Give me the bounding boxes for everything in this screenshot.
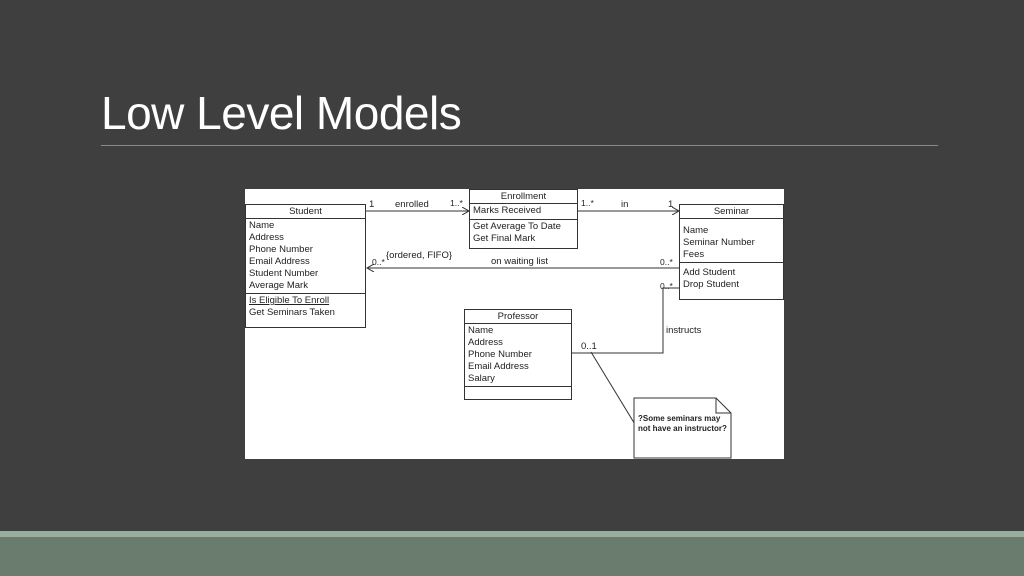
student-operations: Is Eligible To Enroll Get Seminars Taken (246, 293, 365, 320)
seminar-operation: Add Student (683, 267, 736, 278)
seminar-attribute: Name (683, 225, 709, 236)
student-operation: Get Seminars Taken (249, 307, 335, 318)
student-attribute: Phone Number (249, 244, 313, 255)
waiting-left-multiplicity: 0..* (372, 257, 385, 267)
instructs-seminar-multiplicity: 0..* (660, 281, 673, 291)
seminar-attribute: Fees (683, 249, 705, 260)
enrolled-left-multiplicity: 1 (369, 199, 375, 210)
professor-attribute: Email Address (468, 361, 529, 372)
in-label: in (621, 199, 629, 210)
student-attribute: Average Mark (249, 280, 308, 291)
student-attribute: Email Address (249, 256, 310, 267)
professor-class-name: Professor (465, 310, 571, 324)
in-right-multiplicity: 1 (668, 199, 674, 210)
enrollment-class: Enrollment Marks Received Get Average To… (469, 189, 578, 249)
enrollment-operation: Get Average To Date (473, 221, 561, 232)
professor-class: Professor Name Address Phone Number Emai… (464, 309, 572, 400)
enrollment-operation: Get Final Mark (473, 233, 536, 244)
seminar-attribute: Seminar Number (683, 237, 755, 248)
waiting-right-multiplicity: 0..* (660, 257, 673, 267)
uml-class-diagram: Student Name Address Phone Number Email … (245, 189, 784, 459)
professor-attribute: Phone Number (468, 349, 532, 360)
note-connector-line (590, 351, 637, 427)
enrollment-attributes: Marks Received (470, 204, 577, 219)
instructs-association-line (572, 287, 679, 354)
enrolled-label: enrolled (395, 199, 429, 210)
student-attribute: Student Number (249, 268, 319, 279)
professor-attribute: Salary (468, 373, 495, 384)
diagram-connectors (366, 189, 732, 459)
seminar-attributes: Name Seminar Number Fees (680, 219, 783, 262)
waiting-constraint: {ordered, FIFO} (386, 250, 453, 261)
footer-band (0, 537, 1024, 576)
student-class: Student Name Address Phone Number Email … (245, 204, 366, 328)
enrollment-class-name: Enrollment (470, 190, 577, 204)
title-divider (101, 145, 938, 146)
footer-accent-line (0, 531, 1024, 537)
note-fold (715, 398, 731, 414)
student-attribute: Name (249, 220, 275, 231)
student-attributes: Name Address Phone Number Email Address … (246, 219, 365, 293)
professor-operations (465, 386, 571, 389)
student-attribute: Address (249, 232, 284, 243)
waiting-label: on waiting list (491, 256, 549, 267)
seminar-operation: Drop Student (683, 279, 739, 290)
in-left-multiplicity: 1..* (581, 198, 594, 208)
note-shape (633, 397, 732, 459)
seminar-class-name: Seminar (680, 205, 783, 219)
enrollment-operations: Get Average To Date Get Final Mark (470, 219, 577, 246)
enrollment-attribute: Marks Received (473, 205, 542, 216)
seminar-operations: Add Student Drop Student (680, 262, 783, 292)
instructs-label: instructs (666, 325, 702, 336)
enrolled-right-multiplicity: 1..* (450, 198, 463, 208)
instructs-professor-multiplicity: 0..1 (581, 341, 597, 352)
professor-attribute: Address (468, 337, 503, 348)
slide-title: Low Level Models (101, 87, 462, 139)
note-text: ?Some seminars may not have an instructo… (638, 414, 727, 433)
professor-attributes: Name Address Phone Number Email Address … (465, 324, 571, 386)
student-class-name: Student (246, 205, 365, 219)
professor-attribute: Name (468, 325, 494, 336)
student-operation: Is Eligible To Enroll (249, 295, 330, 306)
seminar-class: Seminar Name Seminar Number Fees Add Stu… (679, 204, 784, 300)
